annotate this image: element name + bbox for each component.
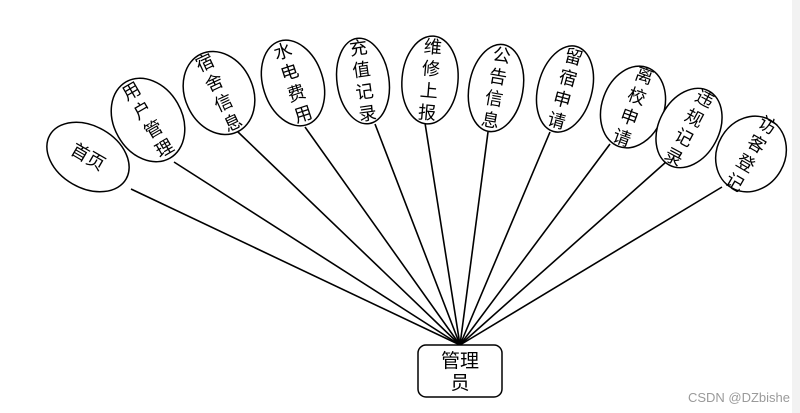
attribute-node-10: 访客登记 — [714, 112, 788, 197]
attribute-ellipse — [655, 87, 723, 169]
attribute-label: 水电费用 — [271, 39, 315, 127]
edge-10 — [459, 186, 723, 346]
attribute-node-4: 充值记录 — [335, 37, 391, 126]
edge-3 — [304, 126, 461, 346]
attribute-node-9: 违规记录 — [655, 86, 723, 171]
attribute-label: 充值记录 — [348, 37, 378, 126]
attribute-label: 留宿申请 — [545, 45, 585, 134]
root-box — [417, 344, 503, 398]
attribute-ellipse — [535, 45, 595, 133]
attribute-node-0: 首页 — [46, 121, 130, 193]
attribute-ellipse — [46, 121, 130, 193]
attribute-node-2: 宿舍信息 — [182, 50, 256, 137]
attribute-label: 维修上报 — [417, 36, 443, 124]
attribute-ellipse — [182, 50, 256, 136]
edge-7 — [459, 131, 551, 346]
edge-9 — [459, 161, 667, 346]
edge-1 — [173, 161, 461, 346]
watermark: CSDN @DZbishe — [687, 390, 790, 405]
attribute-node-5: 维修上报 — [401, 35, 459, 125]
attribute-node-6: 公告信息 — [467, 43, 525, 133]
attribute-ellipse — [335, 37, 391, 125]
edges-layer — [130, 122, 723, 346]
edge-8 — [459, 143, 611, 346]
attribute-node-7: 留宿申请 — [535, 45, 595, 134]
attribute-ellipse — [467, 43, 525, 133]
attribute-label: 公告信息 — [479, 44, 512, 133]
attribute-node-3: 水电费用 — [260, 39, 326, 128]
right-edge-strip — [792, 0, 800, 413]
edge-4 — [374, 123, 461, 346]
attribute-node-8: 离校申请 — [599, 64, 667, 151]
root-entity: 管理员 — [417, 344, 503, 398]
nodes-layer: 首页用户管理宿舍信息水电费用充值记录维修上报公告信息留宿申请离校申请违规记录访客… — [46, 35, 788, 197]
attribute-ellipse — [714, 115, 788, 193]
edge-5 — [424, 122, 461, 346]
edge-6 — [459, 131, 489, 346]
attribute-ellipse — [110, 77, 186, 163]
root-label: 管理员 — [441, 350, 479, 394]
edge-2 — [237, 131, 461, 346]
edge-0 — [130, 188, 461, 346]
attribute-ellipse — [260, 39, 326, 127]
